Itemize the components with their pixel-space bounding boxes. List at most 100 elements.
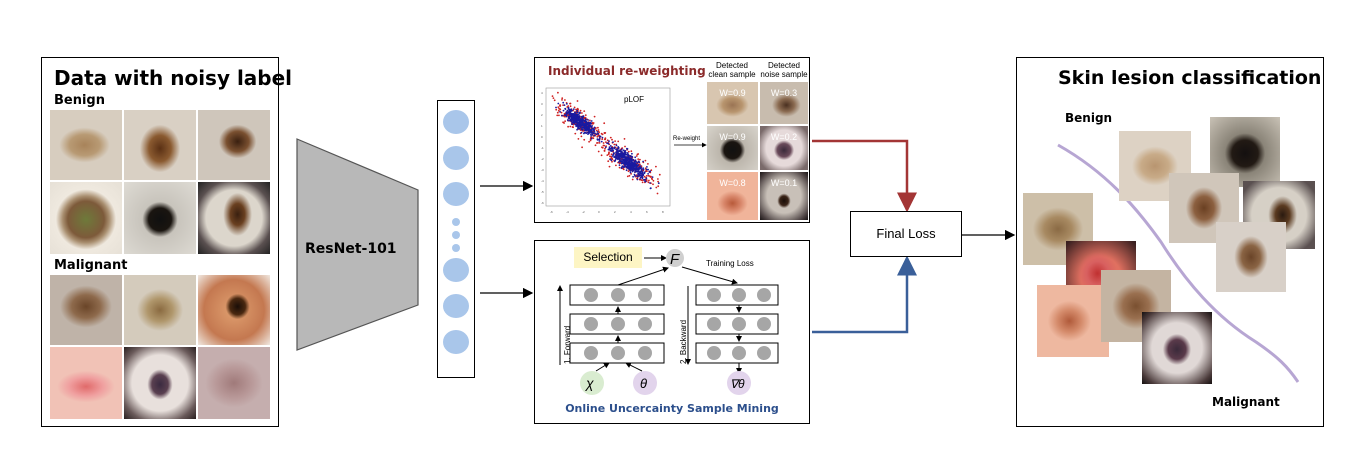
scatter-point: [562, 121, 564, 124]
scatter-point: [628, 174, 631, 177]
scatter-point: [618, 162, 621, 165]
scatter-point: [615, 156, 618, 158]
lesion-image: [50, 110, 122, 180]
scatter-point: [574, 116, 577, 119]
scatter-point: [636, 178, 639, 181]
y-tick-label: -4: [541, 179, 544, 183]
scatter-point: [629, 169, 632, 172]
scatter-point: [604, 138, 607, 141]
scatter-point: [610, 153, 613, 156]
scatter-point: [647, 163, 649, 165]
scatter-points: [551, 91, 661, 195]
scatter-point: [617, 147, 620, 150]
selection-box: Selection: [574, 247, 642, 268]
y-tick-label: -6: [541, 201, 544, 205]
scatter-point: [655, 186, 658, 189]
scatter-point: [642, 168, 645, 171]
scatter-point: [630, 157, 633, 159]
training-loss-label: Training Loss: [706, 259, 754, 268]
scatter-point: [579, 109, 582, 112]
scatter-point: [619, 157, 621, 160]
scatter-point: [583, 120, 586, 122]
ellipsis-dot: [452, 218, 460, 226]
scatter-point: [572, 114, 575, 116]
scatter-point: [644, 159, 647, 162]
scatter-point: [645, 175, 648, 177]
scatter-point: [590, 120, 593, 122]
scatter-point: [598, 138, 601, 141]
scatter-point: [572, 108, 575, 110]
scatter-point: [601, 133, 604, 136]
encoder-label: ResNet-101: [305, 241, 397, 257]
scatter-point: [625, 166, 628, 169]
scatter-point: [600, 140, 603, 143]
scatter-point: [553, 99, 556, 102]
scatter-point: [651, 176, 654, 178]
backward-stack: [681, 266, 779, 374]
scatter-point: [591, 125, 593, 127]
scatter-point: [562, 101, 565, 104]
noise-weight: W=0.3: [770, 88, 798, 98]
scatter-point: [612, 141, 614, 143]
scatter-point: [567, 113, 569, 115]
scatter-point: [581, 112, 583, 114]
scatter-point: [640, 166, 642, 169]
scatter-point: [655, 165, 657, 168]
scatter-point: [569, 110, 572, 113]
scatter-point: [558, 114, 560, 117]
scatter-point: [621, 159, 624, 161]
feature-node: [443, 182, 469, 206]
scatter-point: [567, 106, 570, 109]
scatter-point: [641, 181, 644, 184]
y-tick-label: -5: [541, 190, 544, 194]
scatter-point: [629, 155, 631, 158]
scatter-point: [628, 165, 631, 168]
scatter-point: [634, 174, 636, 177]
scatter-point: [603, 144, 606, 147]
scatter-point: [630, 150, 633, 153]
theta-symbol: θ: [640, 376, 647, 391]
loss-symbol: F: [670, 251, 680, 268]
scatter-point: [601, 136, 604, 139]
forward-stack: [557, 266, 669, 365]
input-x-node: [580, 371, 604, 395]
scatter-point: [562, 104, 564, 106]
scatter-point: [615, 148, 617, 151]
lesion-image: [124, 347, 196, 419]
scatter-point: [609, 155, 611, 158]
scatter-point: [631, 152, 633, 155]
scatter-point: [633, 162, 636, 165]
noise-weight: W=0.1: [770, 178, 798, 188]
clean-sample-image: W=0.9: [707, 126, 758, 170]
scatter-point: [583, 110, 586, 112]
scatter-point: [584, 123, 587, 126]
scatter-point: [578, 121, 580, 123]
scatter-point: [603, 132, 606, 134]
scatter-point: [637, 153, 640, 155]
feature-node: [443, 146, 469, 170]
scatter-point: [639, 163, 641, 166]
scatter-point: [657, 178, 659, 180]
scatter-point: [612, 154, 615, 156]
scatter-point: [620, 167, 623, 169]
scatter-point: [636, 169, 639, 171]
encoder-trapezoid: [296, 138, 419, 351]
scatter-point: [617, 161, 620, 163]
scatter-point: [617, 154, 620, 157]
scatter-point: [618, 164, 621, 166]
scatter-point: [598, 140, 601, 142]
scatter-point: [568, 108, 570, 111]
scatter-point: [616, 154, 619, 157]
scatter-point: [563, 104, 566, 106]
y-tick-label: 2: [541, 113, 543, 117]
scatter-point: [563, 115, 566, 118]
scatter-point: [645, 179, 648, 182]
loss-node: [666, 249, 684, 267]
scatter-point: [644, 180, 646, 182]
scatter-point: [625, 153, 628, 156]
scatter-point: [642, 173, 645, 176]
scatter-point: [614, 140, 616, 142]
scatter-point: [580, 128, 583, 130]
